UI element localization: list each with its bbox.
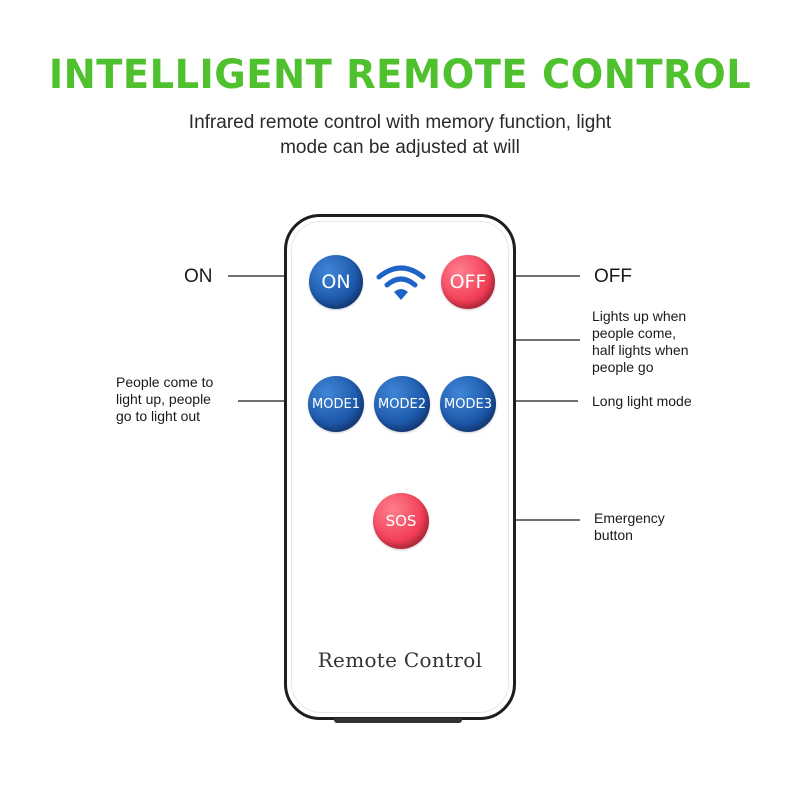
callout-mode2-line: Lights up when <box>592 308 687 324</box>
callout-mode3: Long light mode <box>592 393 692 409</box>
subtitle-line-1: Infrared remote control with memory func… <box>188 112 612 133</box>
remote-bottom-edge <box>334 718 462 723</box>
callout-mode1: People come to light up, people go to li… <box>116 374 246 425</box>
callout-off: OFF <box>594 266 632 287</box>
callout-mode1-line: People come to <box>116 374 214 390</box>
callout-sos-line: Emergency <box>594 510 665 526</box>
callout-mode2-line: people go <box>592 359 654 375</box>
remote-label: Remote Control <box>317 648 483 672</box>
subtitle-line-2: mode can be adjusted at will <box>280 137 520 158</box>
mode1-button[interactable]: MODE1 <box>308 376 364 432</box>
callout-mode2-line: people come, <box>592 325 677 341</box>
page-title: INTELLIGENT REMOTE CONTROL <box>48 52 752 98</box>
off-button[interactable]: OFF <box>441 255 495 309</box>
callout-mode1-line: light up, people <box>116 391 211 407</box>
callout-on: ON <box>184 266 213 287</box>
callout-sos: Emergency button <box>594 510 704 544</box>
remote-inner-edge <box>291 221 509 713</box>
callout-mode2: Lights up when people come, half lights … <box>592 308 722 376</box>
on-button[interactable]: ON <box>309 255 363 309</box>
callout-mode2-line: half lights when <box>592 342 689 358</box>
wifi-signal-icon <box>376 265 426 300</box>
page-subtitle: Infrared remote control with memory func… <box>150 110 650 160</box>
callout-mode1-line: go to light out <box>116 408 201 424</box>
mode3-button[interactable]: MODE3 <box>440 376 496 432</box>
mode2-button[interactable]: MODE2 <box>374 376 430 432</box>
callout-sos-line: button <box>594 527 633 543</box>
sos-button[interactable]: SOS <box>373 493 429 549</box>
